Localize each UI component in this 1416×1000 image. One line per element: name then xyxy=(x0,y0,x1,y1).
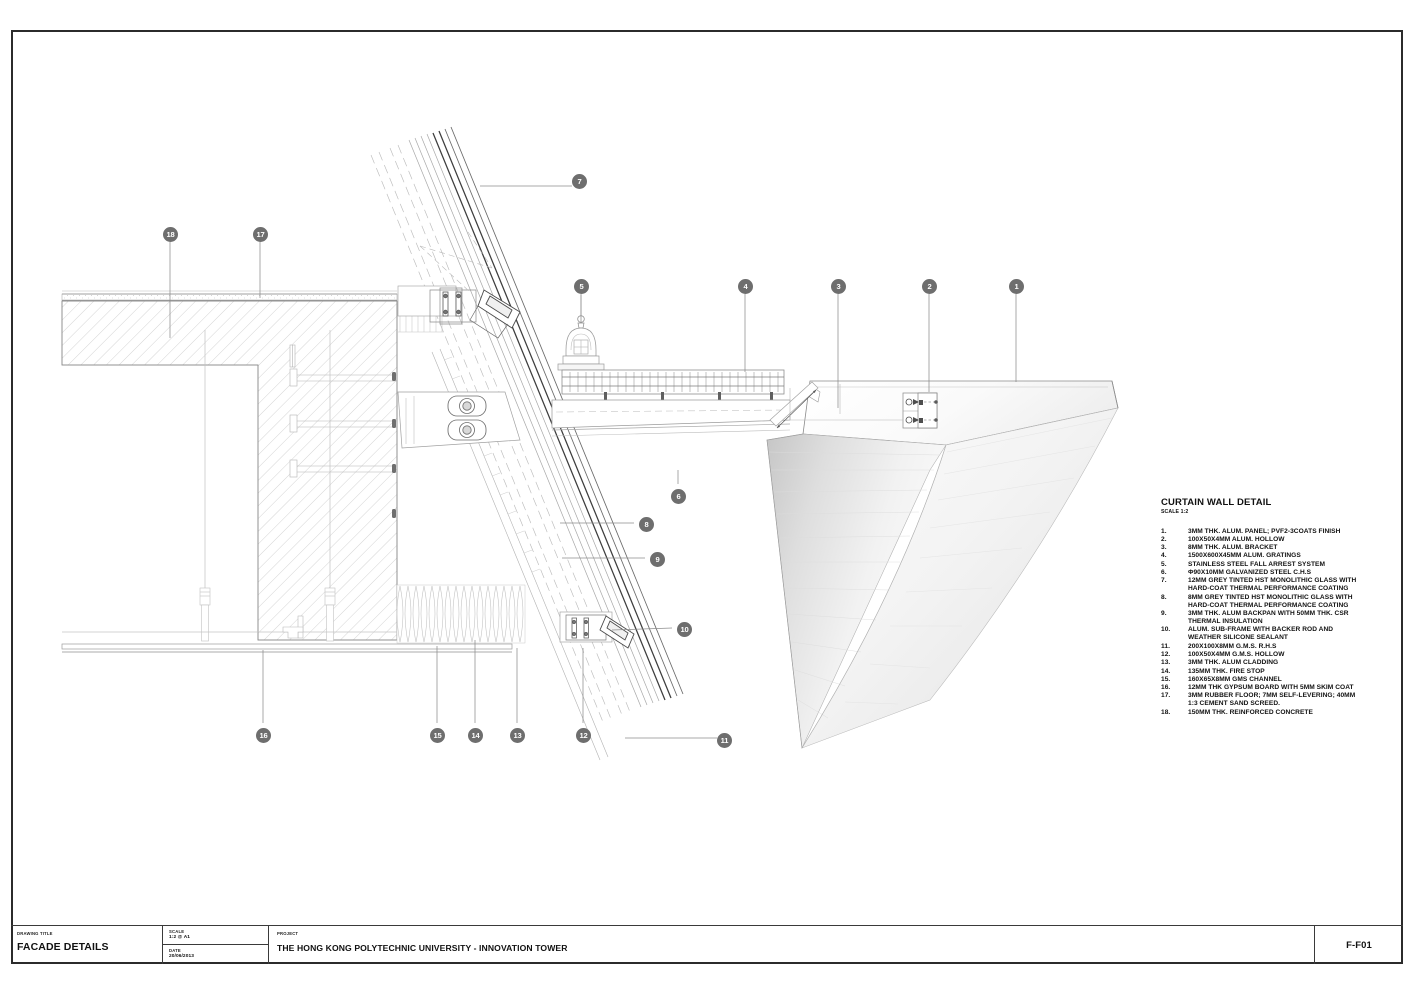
callout-bubble-3[interactable]: 3 xyxy=(831,279,846,294)
callout-bubble-16[interactable]: 16 xyxy=(256,728,271,743)
legend-item-number: 13. xyxy=(1161,659,1171,667)
legend-item-text: 3MM THK. ALUM. PANEL; PVF2-3COATS FINISH xyxy=(1188,527,1341,535)
legend-item: 13. 3MM THK. ALUM CLADDING xyxy=(1161,659,1361,667)
legend-item-text: 100X50X4MM ALUM. HOLLOW xyxy=(1188,535,1285,543)
legend-item: 3. 8MM THK. ALUM. BRACKET xyxy=(1161,544,1361,552)
project-label: PROJECT xyxy=(277,931,299,936)
legend-item-text: 3MM THK. ALUM BACKPAN WITH 50MM THK. CSR… xyxy=(1188,609,1349,626)
legend-item-number: 4. xyxy=(1161,552,1167,560)
legend-item-text: 12MM GREY TINTED HST MONOLITHIC GLASS WI… xyxy=(1188,577,1357,593)
legend-item: 1. 3MM THK. ALUM. PANEL; PVF2-3COATS FINI… xyxy=(1161,528,1361,536)
legend-item-text: STAINLESS STEEL FALL ARREST SYSTEM xyxy=(1188,560,1326,568)
project-name-value: THE HONG KONG POLYTECHNIC UNIVERSITY - I… xyxy=(277,943,568,953)
legend-item: 10. ALUM. SUB-FRAME WITH BACKER ROD AND W… xyxy=(1161,626,1361,642)
legend-item: 8. 8MM GREY TINTED HST MONOLITHIC GLASS W… xyxy=(1161,594,1361,610)
title-block-scale-date-cell: SCALE 1:2 @ A1 DATE 20/06/2013 xyxy=(163,926,269,964)
date-row: DATE 20/06/2013 xyxy=(163,945,268,964)
legend-item: 14. 135MM THK. FIRE STOP xyxy=(1161,668,1361,676)
callout-bubble-5[interactable]: 5 xyxy=(574,279,589,294)
drawing-title-value: FACADE DETAILS xyxy=(17,941,109,953)
legend-scale: SCALE 1:2 xyxy=(1161,508,1189,515)
legend-item-number: 17. xyxy=(1161,692,1171,700)
legend-item: 18. 150MM THK. REINFORCED CONCRETE xyxy=(1161,709,1361,717)
callout-bubble-13[interactable]: 13 xyxy=(510,728,525,743)
legend-item: 6. Φ90X10MM GALVANIZED STEEL C.H.S xyxy=(1161,569,1361,577)
legend-item-text: 200X100X8MM G.M.S. R.H.S xyxy=(1188,642,1277,650)
legend-item-text: Φ90X10MM GALVANIZED STEEL C.H.S xyxy=(1188,568,1312,576)
callout-bubble-12[interactable]: 12 xyxy=(576,728,591,743)
legend-item-number: 2. xyxy=(1161,535,1167,543)
legend-item: 2. 100X50X4MM ALUM. HOLLOW xyxy=(1161,536,1361,544)
title-block: DRAWING TITLE FACADE DETAILS SCALE 1:2 @… xyxy=(11,925,1403,964)
legend-item-number: 8. xyxy=(1161,593,1167,601)
title-block-project-cell: PROJECT THE HONG KONG POLYTECHNIC UNIVER… xyxy=(269,926,1315,964)
legend-item-number: 3. xyxy=(1161,544,1167,552)
callout-bubble-8[interactable]: 8 xyxy=(639,517,654,532)
callout-bubble-18[interactable]: 18 xyxy=(163,227,178,242)
legend-item-number: 6. xyxy=(1161,568,1167,576)
callout-bubble-7[interactable]: 7 xyxy=(572,174,587,189)
legend-item-number: 9. xyxy=(1161,609,1167,617)
scale-value: 1:2 @ A1 xyxy=(169,935,191,940)
legend-item-text: 3MM THK. ALUM CLADDING xyxy=(1188,659,1279,667)
legend-item: 16. 12MM THK GYPSUM BOARD WITH 5MM SKIM C… xyxy=(1161,684,1361,692)
callout-bubble-9[interactable]: 9 xyxy=(650,552,665,567)
title-block-sheet-number-cell: F-F01 xyxy=(1315,926,1403,964)
legend-item-number: 16. xyxy=(1161,684,1171,692)
legend-item-number: 12. xyxy=(1161,650,1171,658)
drawing-title-label: DRAWING TITLE xyxy=(17,931,53,936)
legend-item-number: 5. xyxy=(1161,560,1167,568)
callout-bubble-4[interactable]: 4 xyxy=(738,279,753,294)
callout-bubble-1[interactable]: 1 xyxy=(1009,279,1024,294)
callout-bubble-15[interactable]: 15 xyxy=(430,728,445,743)
callout-bubble-11[interactable]: 11 xyxy=(717,733,732,748)
legend-item-number: 7. xyxy=(1161,577,1167,585)
legend-item-number: 18. xyxy=(1161,708,1171,716)
callout-bubble-6[interactable]: 6 xyxy=(671,489,686,504)
legend-item-number: 14. xyxy=(1161,667,1171,675)
legend-item-text: 8MM GREY TINTED HST MONOLITHIC GLASS WIT… xyxy=(1188,593,1353,609)
scale-row: SCALE 1:2 @ A1 xyxy=(163,926,268,945)
callout-bubble-17[interactable]: 17 xyxy=(253,227,268,242)
legend-item: 9. 3MM THK. ALUM BACKPAN WITH 50MM THK. C… xyxy=(1161,610,1361,626)
sheet-number-value: F-F01 xyxy=(1346,940,1372,951)
legend-item: 15. 160X65X8MM GMS CHANNEL xyxy=(1161,676,1361,684)
curtain-wall-legend: CURTAIN WALL DETAIL SCALE 1:2 1. 3MM THK.… xyxy=(1161,497,1361,717)
date-label: DATE xyxy=(169,947,181,953)
legend-item: 12. 100X50X4MM G.M.S. HOLLOW xyxy=(1161,651,1361,659)
legend-item-number: 15. xyxy=(1161,675,1171,683)
legend-item-number: 11. xyxy=(1161,642,1170,650)
scale-label: SCALE xyxy=(169,928,185,934)
callout-bubble-14[interactable]: 14 xyxy=(468,728,483,743)
legend-item: 17. 3MM RUBBER FLOOR; 7MM SELF-LEVERING; … xyxy=(1161,692,1361,708)
legend-item-text: 8MM THK. ALUM. BRACKET xyxy=(1188,544,1278,552)
date-value: 20/06/2013 xyxy=(169,954,195,959)
legend-item: 11. 200X100X8MM G.M.S. R.H.S xyxy=(1161,643,1361,651)
legend-item-text: 100X50X4MM G.M.S. HOLLOW xyxy=(1188,650,1285,658)
legend-item-text: 135MM THK. FIRE STOP xyxy=(1188,667,1265,675)
legend-item-text: 150MM THK. REINFORCED CONCRETE xyxy=(1188,708,1313,716)
legend-item-text: 3MM RUBBER FLOOR; 7MM SELF-LEVERING; 40M… xyxy=(1188,692,1356,708)
title-block-drawing-title-cell: DRAWING TITLE FACADE DETAILS xyxy=(11,926,163,964)
legend-title: CURTAIN WALL DETAIL xyxy=(1161,497,1272,508)
legend-item-number: 1. xyxy=(1161,527,1167,535)
callout-bubble-2[interactable]: 2 xyxy=(922,279,937,294)
legend-item-text: ALUM. SUB-FRAME WITH BACKER ROD AND WEAT… xyxy=(1188,626,1334,642)
legend-item: 5. STAINLESS STEEL FALL ARREST SYSTEM xyxy=(1161,561,1361,569)
legend-item-number: 10. xyxy=(1161,626,1171,634)
legend-item-list: 1. 3MM THK. ALUM. PANEL; PVF2-3COATS FINI… xyxy=(1161,528,1361,717)
callout-bubble-10[interactable]: 10 xyxy=(677,622,692,637)
legend-item: 7. 12MM GREY TINTED HST MONOLITHIC GLASS … xyxy=(1161,577,1361,593)
legend-item-text: 12MM THK GYPSUM BOARD WITH 5MM SKIM COAT xyxy=(1188,684,1354,692)
legend-item-text: 1500X600X45MM ALUM. GRATINGS xyxy=(1188,552,1301,560)
legend-item: 4. 1500X600X45MM ALUM. GRATINGS xyxy=(1161,552,1361,560)
legend-item-text: 160X65X8MM GMS CHANNEL xyxy=(1188,675,1282,683)
